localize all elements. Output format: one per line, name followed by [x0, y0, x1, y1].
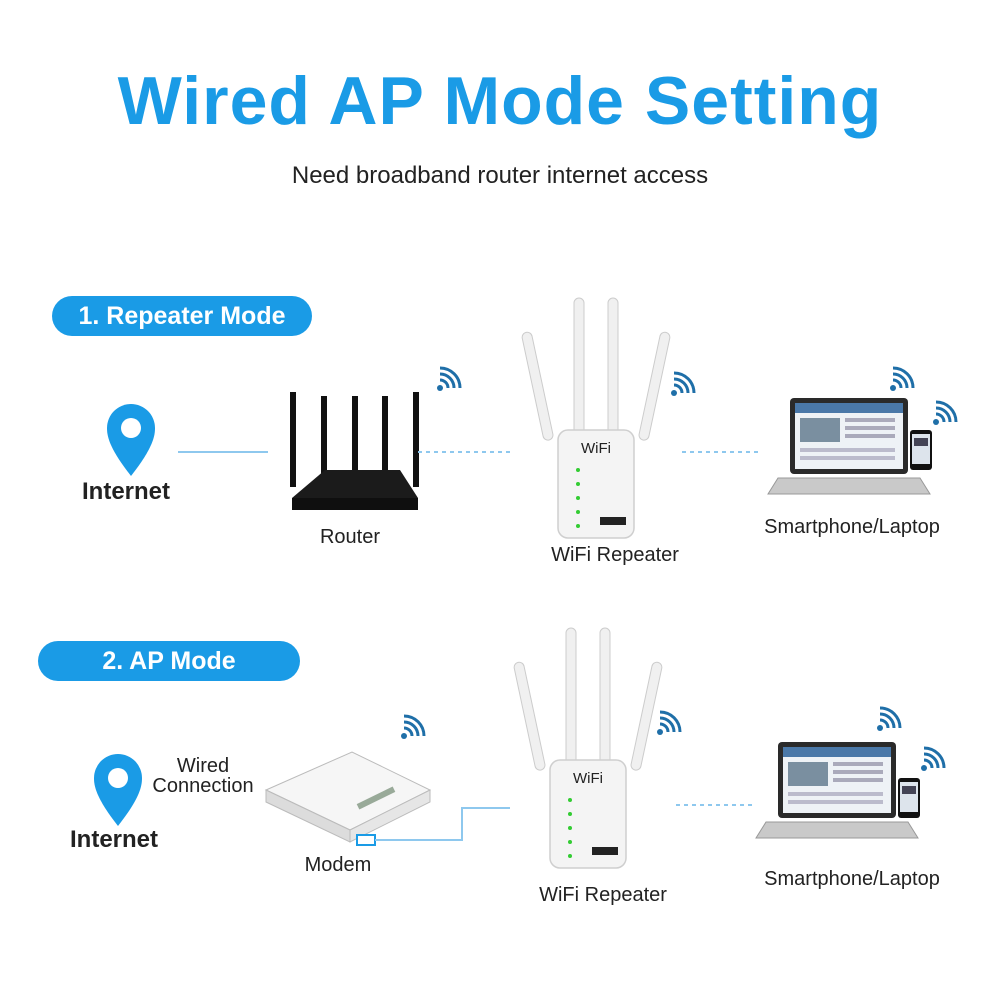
- page-subtitle: Need broadband router internet access: [291, 162, 709, 189]
- location-pin-icon: [94, 754, 142, 826]
- repeater-label: WiFi Repeater: [539, 884, 667, 906]
- smartphone-icon: [910, 430, 932, 470]
- repeater-icon: [520, 297, 672, 539]
- clients-label: Smartphone/Laptop: [764, 516, 940, 538]
- internet-label: Internet: [70, 826, 159, 853]
- repeater-icon: [512, 627, 664, 869]
- wifi-signal-icon: [875, 706, 902, 733]
- wifi-signal-icon: [931, 400, 958, 427]
- wifi-signal-icon: [399, 714, 426, 741]
- wifi-signal-icon: [655, 710, 682, 737]
- page-title: Wired AP Mode Setting: [117, 63, 883, 139]
- wifi-signal-icon: [888, 366, 915, 393]
- location-pin-icon: [107, 404, 155, 476]
- router-icon: [290, 392, 419, 510]
- section-heading-ap-mode: 2. AP Mode: [38, 641, 300, 681]
- section-heading-repeater-mode: 1. Repeater Mode: [52, 296, 312, 336]
- wifi-signal-icon: [669, 371, 696, 398]
- internet-label: Internet: [82, 478, 171, 505]
- wifi-signal-icon: [435, 366, 462, 393]
- laptop-icon: [755, 741, 919, 839]
- clients-label: Smartphone/Laptop: [764, 868, 940, 890]
- laptop-icon: [767, 397, 931, 495]
- modem-icon: [264, 751, 432, 846]
- smartphone-icon: [898, 778, 920, 818]
- modem-label: Modem: [304, 854, 372, 876]
- wired-connection-label: Wired Connection: [152, 755, 254, 797]
- wifi-signal-icon: [919, 746, 946, 773]
- repeater-label: WiFi Repeater: [551, 544, 679, 566]
- router-label: Router: [319, 526, 381, 548]
